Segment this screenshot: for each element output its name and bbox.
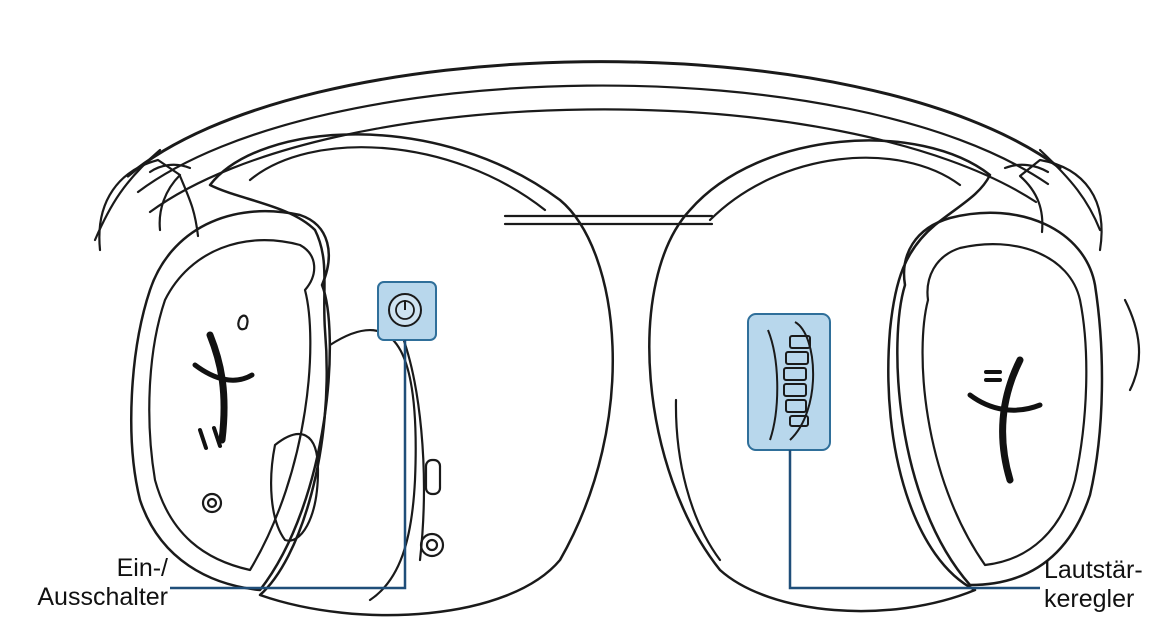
mic-mute-button bbox=[270, 433, 320, 542]
volume-control-label: Lautstär- keregler bbox=[1044, 556, 1156, 614]
power-label-line1: Ein-/ bbox=[116, 554, 168, 582]
volume-wheel-highlight bbox=[747, 313, 831, 451]
inner-bridge bbox=[503, 214, 714, 226]
usb-port-icon bbox=[424, 458, 442, 496]
volume-label-line2: keregler bbox=[1044, 585, 1135, 613]
hyperx-logo-icon bbox=[192, 331, 1043, 484]
left-ear-cushion bbox=[208, 133, 614, 617]
volume-leader-line bbox=[788, 450, 1040, 590]
volume-wheel-icon bbox=[767, 321, 815, 441]
audio-jack-icon bbox=[419, 532, 445, 558]
power-button-highlight bbox=[377, 281, 437, 341]
power-leader-line bbox=[170, 340, 407, 590]
volume-label-line1: Lautstär- bbox=[1044, 556, 1143, 584]
right-ear-cushion bbox=[648, 139, 992, 613]
headband bbox=[126, 60, 1062, 178]
left-earcup-plate bbox=[130, 210, 332, 592]
power-label-line2: Ausschalter bbox=[37, 583, 168, 611]
power-switch-label: Ein-/ Ausschalter bbox=[10, 554, 168, 612]
right-earcup-plate bbox=[896, 211, 1104, 587]
